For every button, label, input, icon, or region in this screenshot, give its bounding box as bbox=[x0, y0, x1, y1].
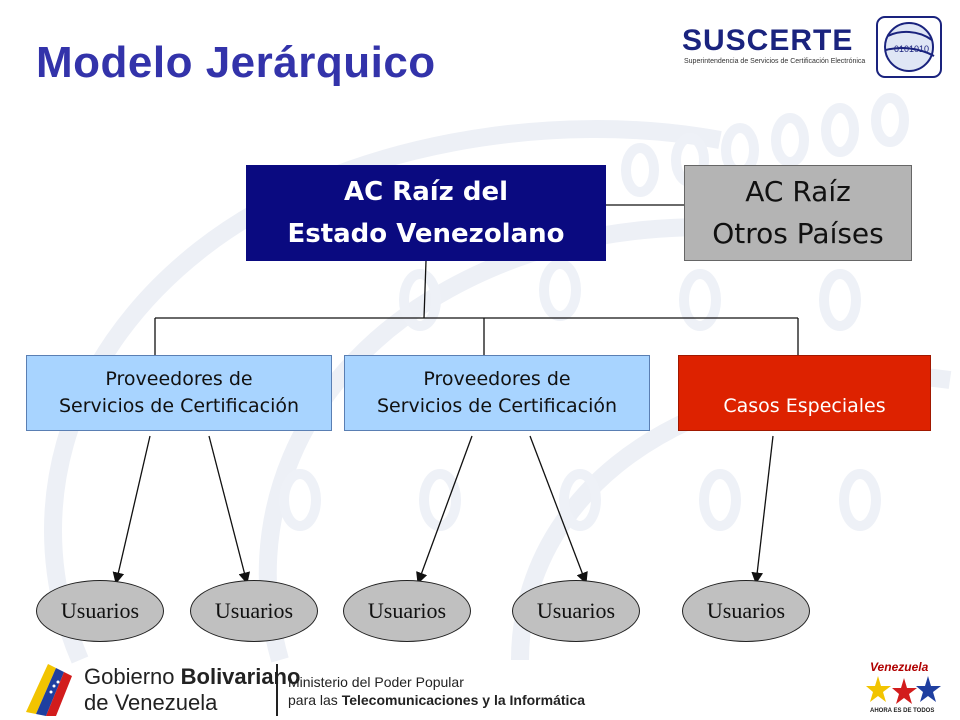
arrow-user-2 bbox=[208, 435, 251, 585]
stars-icon bbox=[866, 676, 941, 704]
arrow-user-5 bbox=[751, 435, 774, 585]
users-ellipse-2: Usuarios bbox=[190, 580, 318, 642]
other-root-ca-box: AC Raíz Otros Países bbox=[684, 165, 912, 261]
footer-divider bbox=[276, 664, 278, 716]
gov-line2: de Venezuela bbox=[84, 690, 218, 715]
root-ca-box: AC Raíz del Estado Venezolano bbox=[246, 165, 606, 261]
globe-binary-text: 0101010 bbox=[894, 44, 929, 54]
gov-line1-a: Gobierno bbox=[84, 664, 181, 689]
other-root-ca-line2: Otros Países bbox=[712, 217, 884, 250]
root-down-line bbox=[423, 260, 427, 319]
globe-icon: 0101010 bbox=[876, 16, 942, 78]
venezuela-logo: Venezuela AHORA ES DE TODOS bbox=[864, 660, 944, 718]
provider-1-line2: Servicios de Certificación bbox=[58, 395, 300, 417]
suscerte-logo-name: SUSCERTE bbox=[682, 24, 854, 57]
ministry-line2-a: para las bbox=[288, 692, 342, 708]
other-root-ca-line1: AC Raíz bbox=[745, 175, 851, 208]
gov-line1-b: Bolivariano bbox=[180, 664, 301, 689]
slide-title: Modelo Jerárquico bbox=[36, 38, 436, 87]
ministry-line1: Ministerio del Poder Popular bbox=[288, 674, 464, 690]
venezuela-flag-icon bbox=[26, 664, 72, 716]
arrow-user-3 bbox=[416, 435, 473, 585]
special-cases-label: Casos Especiales bbox=[723, 395, 886, 417]
venezuela-slogan: AHORA ES DE TODOS bbox=[870, 708, 935, 714]
provider-1-line1: Proveedores de bbox=[105, 368, 253, 390]
provider-2-line1: Proveedores de bbox=[423, 368, 571, 390]
root-ca-line2: Estado Venezolano bbox=[287, 219, 565, 249]
root-ca-line1: AC Raíz del bbox=[343, 177, 509, 207]
ministry-line2: para las Telecomunicaciones y la Informá… bbox=[288, 692, 585, 708]
gov-line1: Gobierno Bolivariano bbox=[84, 664, 300, 690]
ministry-line2-b: Telecomunicaciones y la Informática bbox=[341, 692, 585, 708]
arrow-user-4 bbox=[529, 435, 588, 585]
users-ellipse-4: Usuarios bbox=[512, 580, 640, 642]
special-cases-box: Casos Especiales bbox=[678, 355, 931, 431]
arrow-user-1 bbox=[112, 435, 151, 585]
venezuela-logo-text: Venezuela bbox=[870, 660, 929, 674]
users-ellipse-1: Usuarios bbox=[36, 580, 164, 642]
users-ellipse-5: Usuarios bbox=[682, 580, 810, 642]
footer: Gobierno Bolivariano de Venezuela Minist… bbox=[0, 650, 960, 720]
users-ellipse-3: Usuarios bbox=[343, 580, 471, 642]
provider-2-line2: Servicios de Certificación bbox=[376, 395, 618, 417]
suscerte-logo-subtitle: Superintendencia de Servicios de Certifi… bbox=[684, 58, 866, 65]
provider-box-2: Proveedores de Servicios de Certificació… bbox=[344, 355, 650, 431]
suscerte-logo: SUSCERTE Superintendencia de Servicios d… bbox=[682, 16, 944, 80]
provider-box-1: Proveedores de Servicios de Certificació… bbox=[26, 355, 332, 431]
